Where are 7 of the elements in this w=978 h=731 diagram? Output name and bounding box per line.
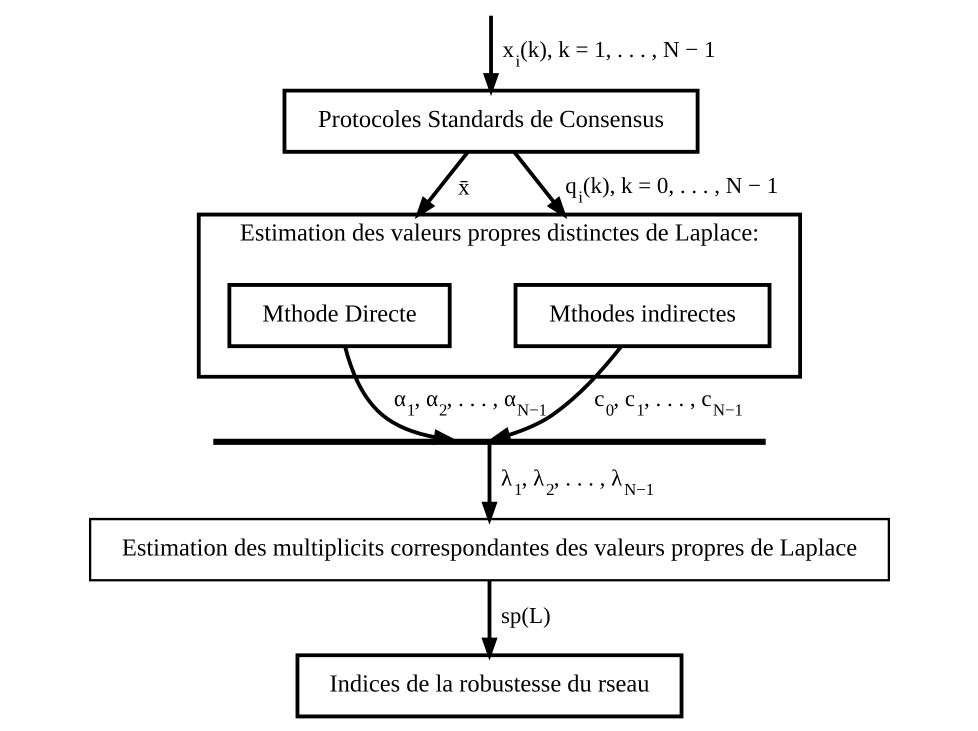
edge-label: x$_{i}$(k), k = 1, . . . , N − 1 [502, 36, 715, 70]
edge-label: q$_{i}$(k), k = 0, . . . , N − 1 [564, 173, 778, 207]
edge-label: x̄ [458, 174, 470, 200]
edge-label: α$_{1}$, α$_{2}$, . . . , α$_{N−1}$ [393, 386, 547, 420]
edge-label: sp(L) [500, 603, 550, 628]
edge-label: c$_{0}$, c$_{1}$, . . . , c$_{N−1}$ [594, 386, 742, 420]
edge-label: λ$_{1}$, λ$_{2}$, . . . , λ$_{N−1}$ [500, 465, 654, 499]
